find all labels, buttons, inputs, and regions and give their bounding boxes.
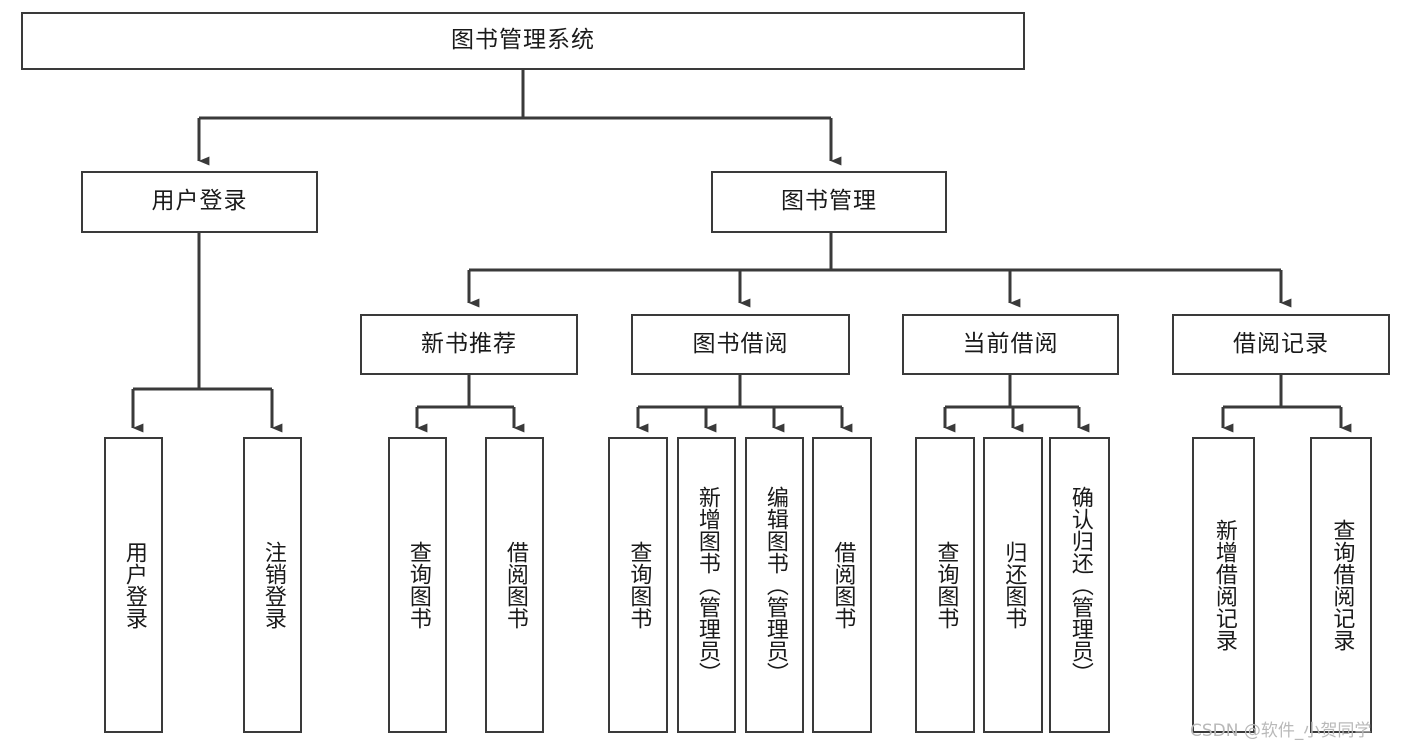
node-label: 借阅图书 [830,541,856,629]
leaf-query-borrow-record[interactable]: 查询借阅记录 [1310,437,1372,733]
node-label: 当前借阅 [962,330,1059,357]
node-user-login[interactable]: 用户登录 [81,171,318,233]
leaf-return-book[interactable]: 归还图书 [983,437,1043,733]
node-label: 新增图书（管理员） [694,486,720,684]
node-current-borrow[interactable]: 当前借阅 [902,314,1119,375]
node-label: 编辑图书（管理员） [762,486,788,684]
leaf-logout[interactable]: 注销登录 [243,437,302,733]
node-label: 查询图书 [933,541,959,629]
node-label: 借阅记录 [1233,330,1329,357]
node-label: 借阅图书 [502,541,528,629]
leaf-confirm-return-admin[interactable]: 确认归还（管理员） [1049,437,1110,733]
node-label: 注销登录 [260,541,286,629]
leaf-query-book-from-current[interactable]: 查询图书 [915,437,975,733]
leaf-add-borrow-record[interactable]: 新增借阅记录 [1192,437,1255,733]
csdn-watermark: CSDN @软件_小贺同学 [1190,721,1372,741]
leaf-borrow-book-from-borrow[interactable]: 借阅图书 [812,437,872,733]
node-root-book-management-system[interactable]: 图书管理系统 [21,12,1025,70]
node-label: 确认归还（管理员） [1067,486,1093,684]
node-book-borrow[interactable]: 图书借阅 [631,314,850,375]
node-label: 归还图书 [1001,541,1027,629]
node-borrow-record[interactable]: 借阅记录 [1172,314,1390,375]
node-label: 查询借阅记录 [1329,519,1355,651]
node-label: 图书借阅 [692,330,789,357]
node-label: 查询图书 [626,541,652,629]
node-label: 新书推荐 [421,330,517,357]
node-label: 用户登录 [151,188,248,215]
node-book-management[interactable]: 图书管理 [711,171,947,233]
node-label: 用户登录 [121,541,147,629]
node-label: 新增借阅记录 [1211,519,1237,651]
leaf-query-book-from-recommend[interactable]: 查询图书 [388,437,447,733]
leaf-query-book-from-borrow[interactable]: 查询图书 [608,437,668,733]
node-label: 图书管理 [781,188,877,215]
node-label: 查询图书 [405,541,431,629]
node-new-book-recommend[interactable]: 新书推荐 [360,314,578,375]
leaf-add-book-admin[interactable]: 新增图书（管理员） [677,437,736,733]
leaf-borrow-book-from-recommend[interactable]: 借阅图书 [485,437,544,733]
leaf-user-login[interactable]: 用户登录 [104,437,163,733]
leaf-edit-book-admin[interactable]: 编辑图书（管理员） [745,437,804,733]
node-label: 图书管理系统 [451,27,595,54]
